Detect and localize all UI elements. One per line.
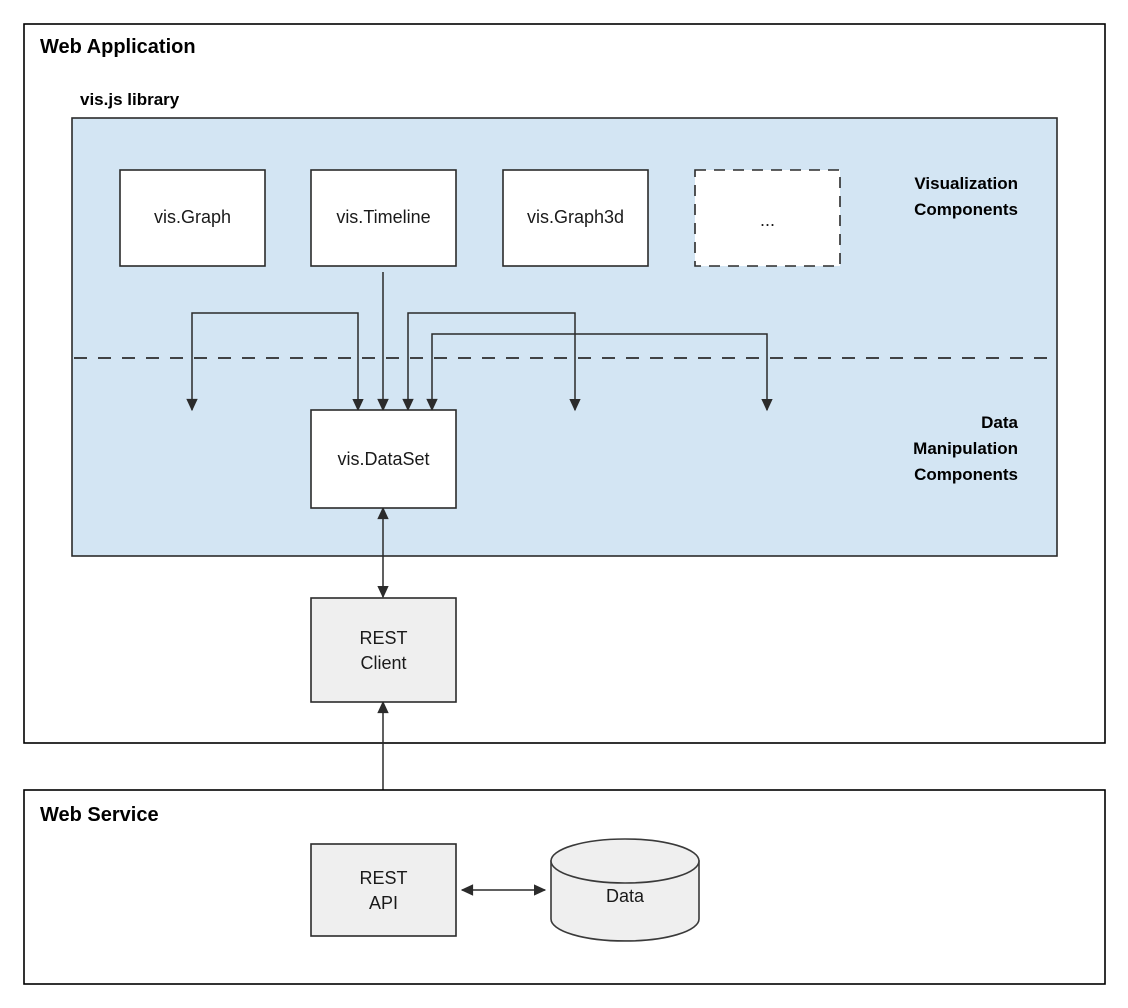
node-label-rest-client-line2: Client [360,653,406,673]
node-label-vis-graph3d: vis.Graph3d [527,207,624,227]
node-vis-timeline[interactable] [310,169,457,267]
node-vis-dataset[interactable] [310,409,457,509]
node-label-vis-dataset: vis.DataSet [337,449,429,469]
connector-visgraph3d-dataset [402,312,581,412]
section-title-visjs-library: vis.js library [80,90,180,109]
node-data-store[interactable] [550,838,700,942]
node-label-vis-timeline: vis.Timeline [336,207,430,227]
connector-visgraph-dataset [186,312,364,412]
node-label-rest-api-line1: REST [359,868,407,888]
node-vis-graph[interactable] [119,169,266,267]
node-label-rest-client-line1: REST [359,628,407,648]
node-rest-api[interactable] [310,843,457,937]
node-label-vis-graph: vis.Graph [154,207,231,227]
node-rest-client[interactable] [310,597,457,703]
node-label-more-components: ... [760,210,775,230]
connector-more-dataset [426,333,773,412]
node-label-rest-api-line2: API [369,893,398,913]
frame-title-web-service: Web Service [40,804,159,826]
node-vis-graph3d[interactable] [502,169,649,267]
data-cylinder-body [550,860,700,942]
zone-label-visualization-line1: Visualization [914,174,1018,193]
frame-title-web-application: Web Application [40,36,196,58]
node-more-components[interactable] [694,169,841,267]
zone-label-data-manipulation-line2: Manipulation [913,439,1018,458]
zone-label-visualization-line2: Components [914,200,1018,219]
data-cylinder-top [550,838,700,884]
node-label-data-store: Data [606,886,645,906]
zone-label-data-manipulation-line1: Data [981,413,1018,432]
zone-label-data-manipulation-line3: Components [914,465,1018,484]
